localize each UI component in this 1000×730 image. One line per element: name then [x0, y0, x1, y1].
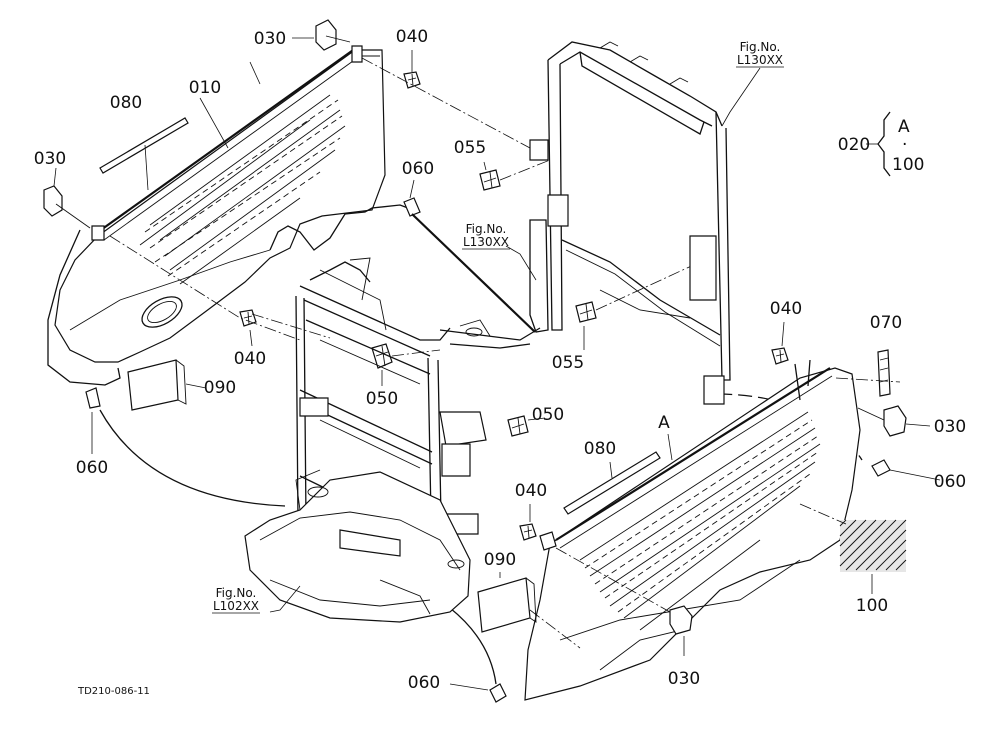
callout-050-mid: 050 — [532, 405, 564, 425]
strip-080-left — [99, 117, 189, 191]
nut-055-mid — [575, 261, 701, 350]
callout-080-right: 080 — [584, 439, 616, 459]
washer-040-mid — [239, 309, 257, 347]
pad-090-right — [477, 572, 581, 649]
left-side-panel — [47, 45, 409, 386]
fig-l130-top: Fig.No.L130XX — [736, 40, 784, 68]
fig-l102-line1: Fig.No. — [216, 586, 257, 600]
callout-060-top: 060 — [402, 159, 434, 179]
callout-030-right: 030 — [934, 417, 966, 437]
panel-oval-cutout — [141, 296, 183, 328]
left-panel-louvers — [139, 94, 346, 285]
right-panel-louvers — [579, 411, 821, 631]
base-plate-l102 — [244, 469, 471, 623]
washer-040-top — [361, 50, 531, 149]
010-leader — [199, 61, 261, 149]
fig-l130-mid-line1: Fig.No. — [466, 222, 507, 236]
decal-100 — [799, 503, 907, 594]
callout-055-mid: 055 — [552, 353, 584, 373]
callout-030-low: 030 — [668, 669, 700, 689]
callout-010: 010 — [189, 78, 221, 98]
callout-050-left: 050 — [366, 389, 398, 409]
pin-060-low — [449, 607, 507, 703]
fig-l130-mid: Fig.No.L130XX — [462, 222, 510, 250]
fastener-030-left — [43, 167, 91, 229]
callout-060-left: 060 — [76, 458, 108, 478]
nut-055-top — [479, 159, 551, 191]
part-070 — [835, 349, 901, 397]
callout-A-ref: A — [658, 413, 670, 433]
callout-040-low: 040 — [515, 481, 547, 501]
A-leader — [667, 433, 673, 461]
bracket-label-dot: · — [902, 135, 907, 155]
fig-l130-top-line1: Fig.No. — [740, 40, 781, 54]
callout-020: 020 — [838, 135, 870, 155]
callout-080-left: 080 — [110, 93, 142, 113]
callout-060-right: 060 — [934, 472, 966, 492]
callout-070: 070 — [870, 313, 902, 333]
fastener-030-low — [555, 547, 693, 656]
pin-060-top — [403, 179, 536, 333]
callout-100: 100 — [856, 596, 888, 616]
drawing-code: TD210-086-11 — [77, 686, 150, 697]
fastener-030-top — [292, 19, 351, 51]
callout-030-left: 030 — [34, 149, 66, 169]
left-panel-rod — [47, 229, 121, 386]
callout-090-right: 090 — [484, 550, 516, 570]
callout-060-low: 060 — [408, 673, 440, 693]
pad-090-left — [127, 359, 207, 411]
fig-l130-top-line2: L130XX — [737, 53, 783, 67]
right-side-panel — [524, 359, 861, 701]
callout-040-right: 040 — [770, 299, 802, 319]
strip-080-right — [563, 451, 661, 515]
callout-090-left: 090 — [204, 378, 236, 398]
fig-l102-line2: L102XX — [213, 599, 259, 613]
left-panel-top-bracket — [351, 45, 363, 63]
callout-040-top: 040 — [396, 27, 428, 47]
washer-040-low — [519, 504, 537, 541]
upper-frame-l130 — [505, 41, 761, 405]
clip-050-left — [371, 343, 393, 386]
callout-055-top: 055 — [454, 138, 486, 158]
callout-040-mid: 040 — [234, 349, 266, 369]
washer-040-right — [771, 321, 789, 365]
bracket-label-bottom: 100 — [892, 155, 924, 175]
bracket-label-top: A — [898, 117, 910, 137]
pin-060-left — [85, 387, 286, 507]
fastener-030-right — [857, 405, 931, 437]
fig-l102: Fig.No.L102XX — [212, 586, 260, 614]
bracket-020 — [866, 111, 891, 177]
callout-030-top: 030 — [254, 29, 286, 49]
clip-050-mid — [507, 415, 546, 437]
fig-l130-mid-line2: L130XX — [463, 235, 509, 249]
